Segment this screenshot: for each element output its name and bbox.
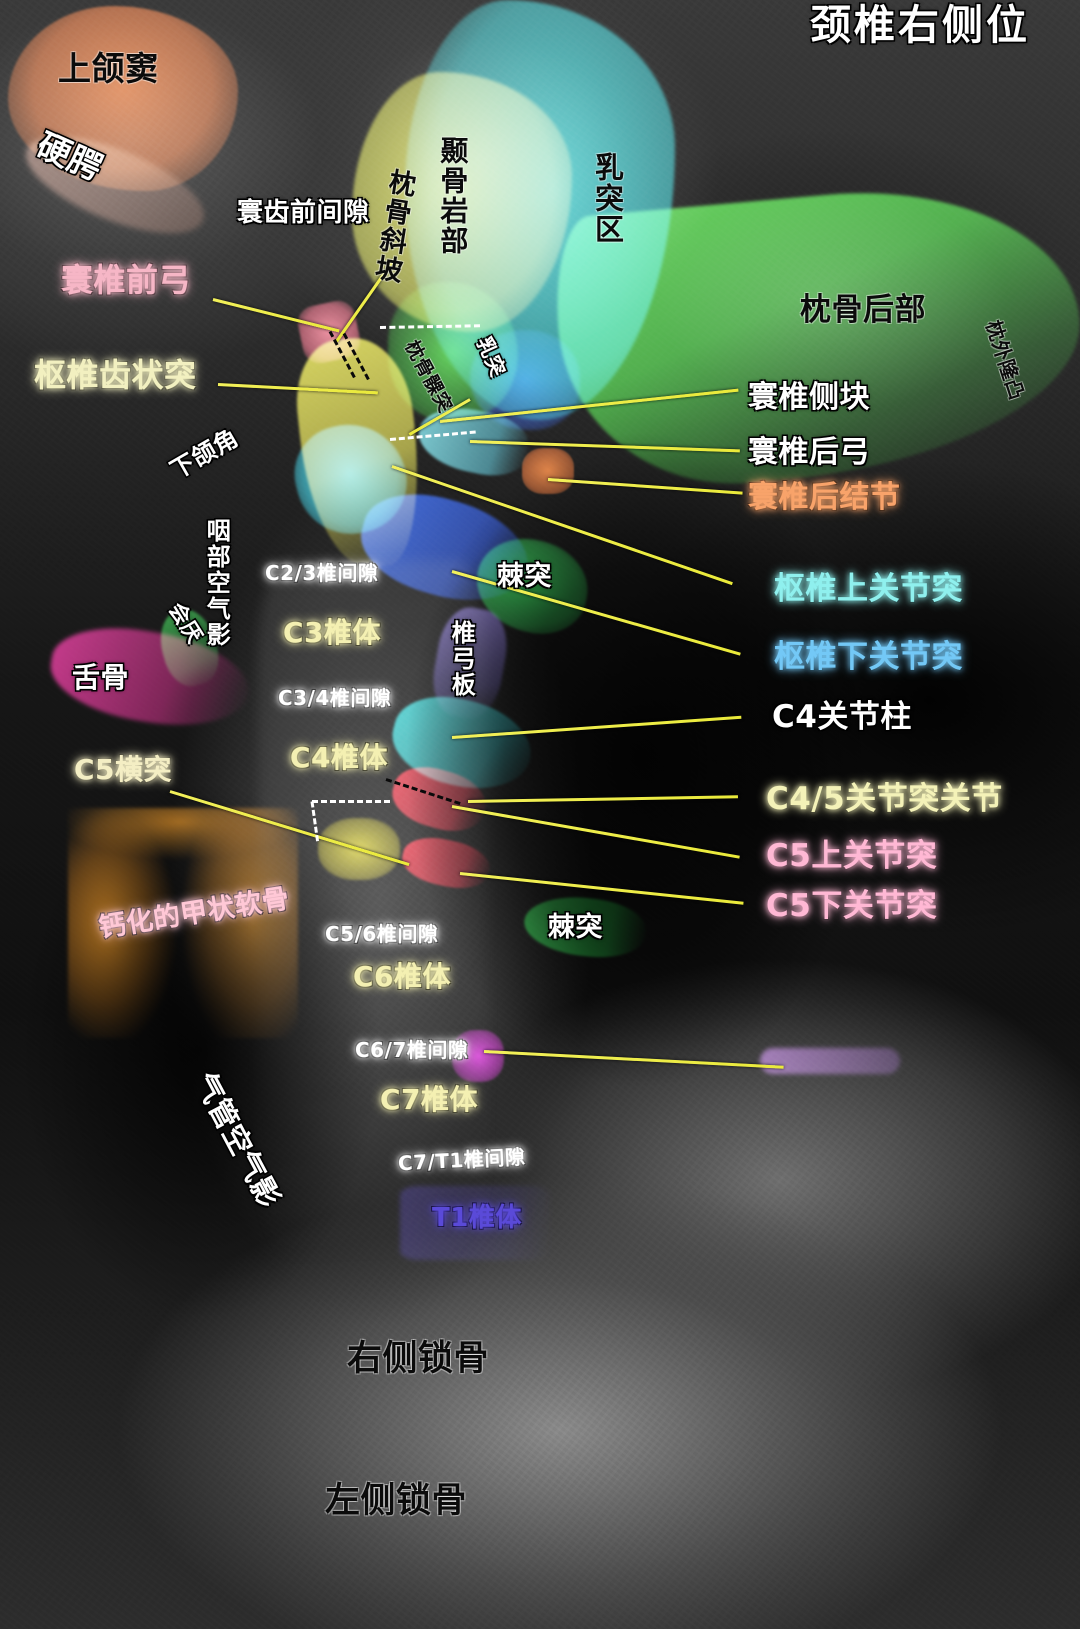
xray-image-canvas: 颈椎右侧位 上颌窦 硬腭 寰齿前间隙 寰椎前弓 枢椎齿状突 下颌角 咽部空气影 … bbox=[0, 0, 1080, 1629]
radiograph-vignette bbox=[0, 0, 1080, 1629]
